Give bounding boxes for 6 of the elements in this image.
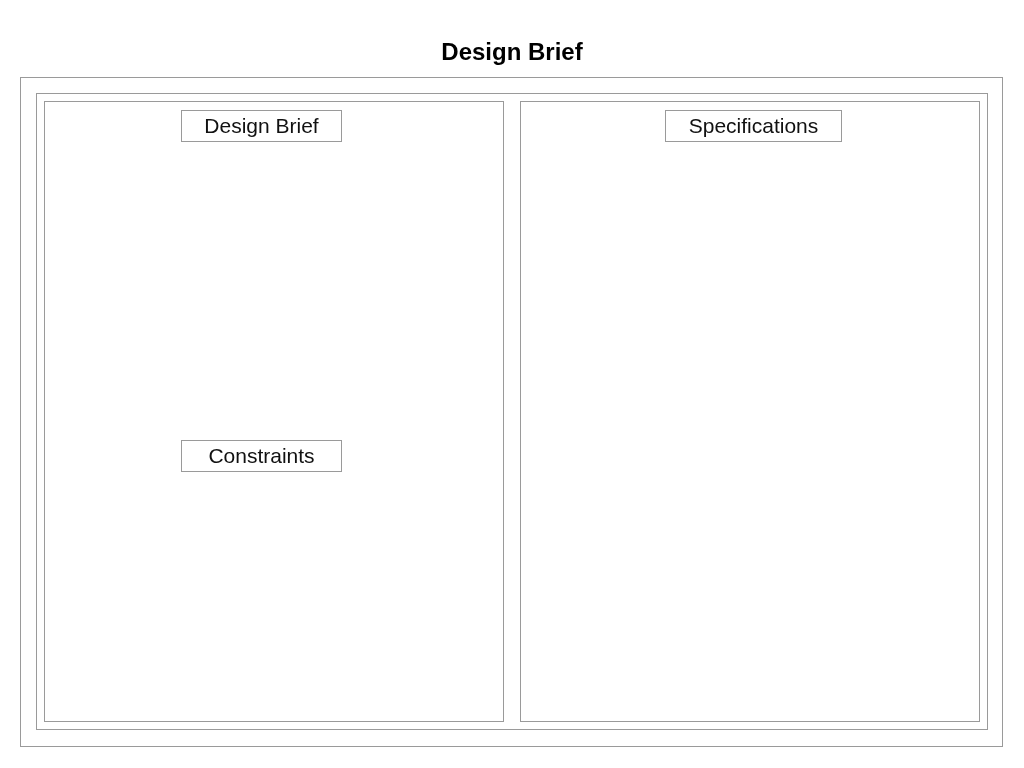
diagram-title: Design Brief bbox=[440, 38, 584, 66]
panel-frame bbox=[520, 101, 980, 722]
label-box: Specifications bbox=[665, 110, 842, 142]
panel-frame bbox=[44, 101, 504, 722]
label-box: Constraints bbox=[181, 440, 342, 472]
label-box: Design Brief bbox=[181, 110, 342, 142]
